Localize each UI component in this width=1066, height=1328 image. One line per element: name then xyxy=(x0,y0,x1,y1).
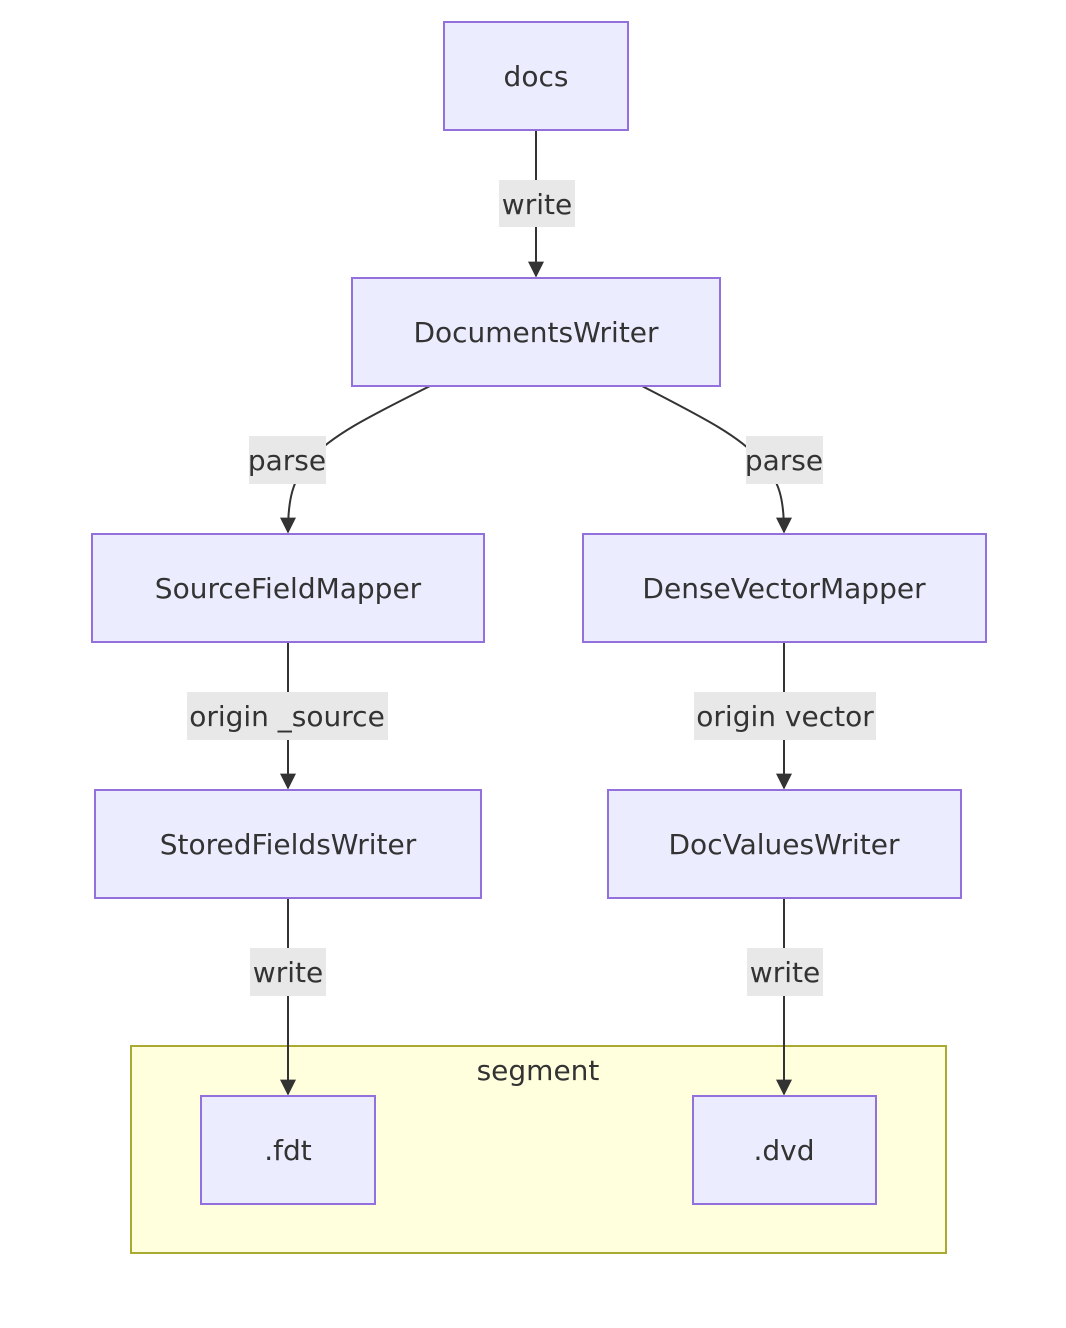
edge-label-bg xyxy=(694,692,876,740)
edge-label-write-fdt: write xyxy=(250,948,326,996)
edge-label-write-docs: write xyxy=(499,180,575,227)
node-dvd: .dvd xyxy=(692,1095,877,1205)
node-box xyxy=(607,789,962,899)
node-label: .fdt xyxy=(264,1134,312,1167)
node-label: DenseVectorMapper xyxy=(642,572,926,605)
edge-label-text: origin vector xyxy=(696,700,874,733)
node-box xyxy=(94,789,482,899)
node-label: .dvd xyxy=(753,1134,814,1167)
node-stored-fields-writer: StoredFieldsWriter xyxy=(94,789,482,899)
node-box xyxy=(351,277,721,387)
edge-label-bg xyxy=(499,180,575,227)
edge-label-text: parse xyxy=(745,444,823,477)
edge-label-text: write xyxy=(750,956,820,989)
edge-label-text: write xyxy=(502,188,572,221)
node-label: SourceFieldMapper xyxy=(155,572,422,605)
node-box xyxy=(443,21,629,131)
node-label: DocumentsWriter xyxy=(413,316,659,349)
node-dense-vector-mapper: DenseVectorMapper xyxy=(582,533,987,643)
edge-label-write-dvd: write xyxy=(747,948,823,996)
edge-label-origin-vector: origin vector xyxy=(694,692,876,740)
node-documents-writer: DocumentsWriter xyxy=(351,277,721,387)
edge-label-text: write xyxy=(253,956,323,989)
edge-label-bg xyxy=(746,436,823,484)
node-label: DocValuesWriter xyxy=(669,828,900,861)
node-box xyxy=(200,1095,376,1205)
edge-label-text: origin _source xyxy=(189,700,385,733)
node-box xyxy=(582,533,987,643)
edge-label-text: parse xyxy=(248,444,326,477)
node-label: StoredFieldsWriter xyxy=(160,828,417,861)
segment-cluster-label: segment xyxy=(477,1054,600,1087)
edge-label-bg xyxy=(249,436,326,484)
node-doc-values-writer: DocValuesWriter xyxy=(607,789,962,899)
node-fdt: .fdt xyxy=(200,1095,376,1205)
node-box xyxy=(91,533,485,643)
edge-label-bg xyxy=(747,948,823,996)
node-docs: docs xyxy=(443,21,629,131)
node-box xyxy=(692,1095,877,1205)
edge-label-origin-source: origin _source xyxy=(187,692,388,740)
edge-label-parse-left: parse xyxy=(248,436,326,484)
node-source-field-mapper: SourceFieldMapper xyxy=(91,533,485,643)
edge-label-bg xyxy=(187,692,388,740)
node-label: docs xyxy=(504,60,569,93)
edge-label-parse-right: parse xyxy=(745,436,823,484)
edge-label-bg xyxy=(250,948,326,996)
